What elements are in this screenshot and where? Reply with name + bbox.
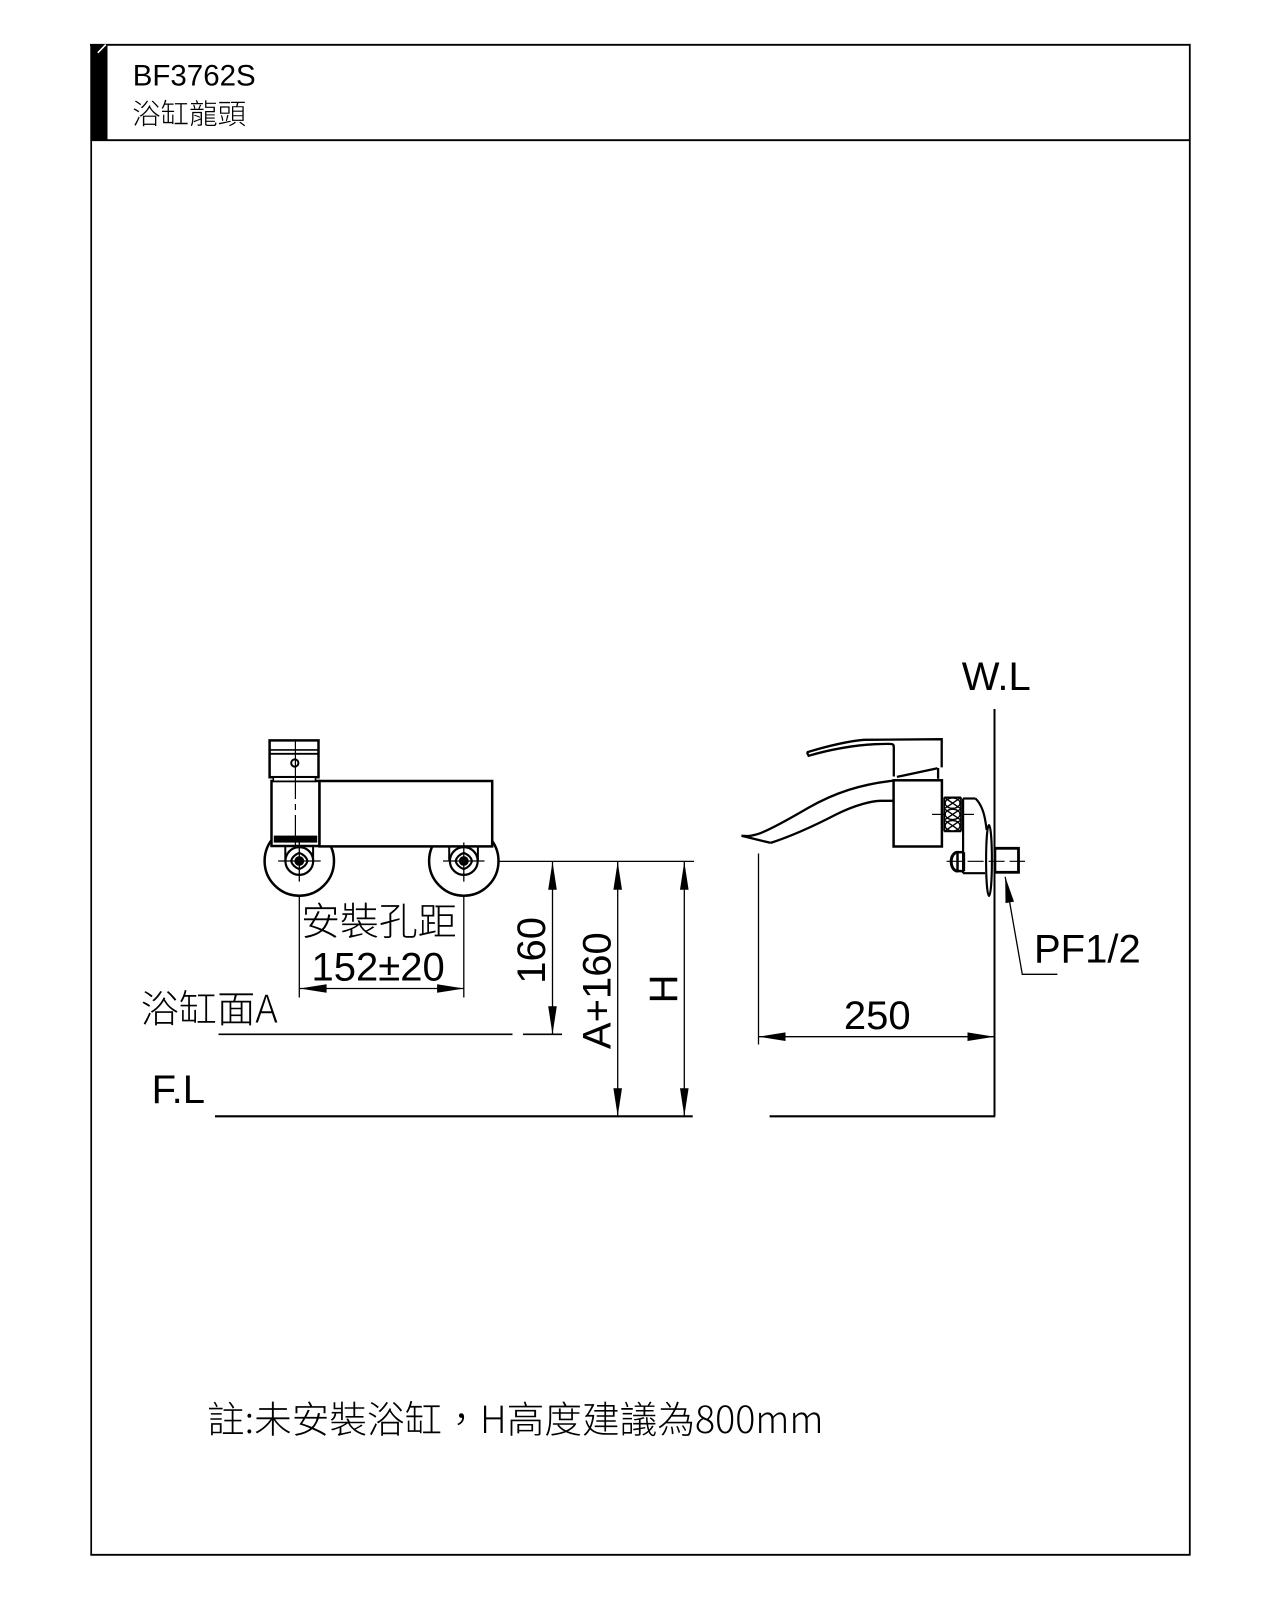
svg-text:PF1/2: PF1/2 bbox=[1034, 928, 1141, 972]
svg-text:152±20: 152±20 bbox=[312, 946, 445, 990]
svg-text:W.L: W.L bbox=[962, 655, 1031, 699]
svg-text:H: H bbox=[642, 974, 686, 1003]
svg-text:F.L: F.L bbox=[152, 1068, 205, 1112]
svg-text:160: 160 bbox=[510, 917, 554, 984]
svg-text:BF3762S: BF3762S bbox=[133, 59, 256, 92]
svg-text:250: 250 bbox=[844, 994, 911, 1038]
svg-text:A+160: A+160 bbox=[575, 932, 619, 1049]
